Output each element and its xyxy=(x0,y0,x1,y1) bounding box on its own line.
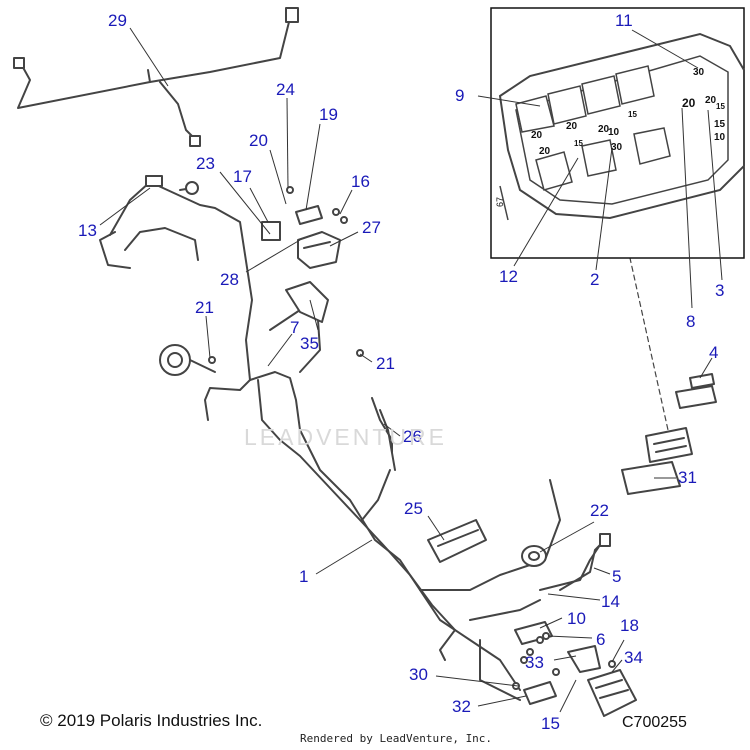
stator-part xyxy=(159,344,216,376)
callout-4: 4 xyxy=(709,343,719,362)
fuse-label: 20 xyxy=(539,146,551,157)
callout-20: 20 xyxy=(249,131,268,150)
part-25-connector-strip xyxy=(427,519,487,563)
fuse-label: 20 xyxy=(705,95,717,106)
callout-23: 23 xyxy=(196,154,215,173)
callout-10: 10 xyxy=(567,609,586,628)
callout-2: 2 xyxy=(590,270,600,289)
part-17-relay xyxy=(261,221,281,241)
callout-34: 34 xyxy=(624,648,643,667)
part-35-bracket xyxy=(285,281,329,323)
part-32-bracket xyxy=(523,681,557,705)
inset-code: 67 xyxy=(495,196,506,208)
fuse-label: 10 xyxy=(714,132,726,143)
callout-28: 28 xyxy=(220,270,239,289)
inset-panel xyxy=(490,7,745,259)
leader-lines xyxy=(99,27,723,713)
fasteners xyxy=(208,186,616,690)
callout-19: 19 xyxy=(319,105,338,124)
fuse-label: 20 xyxy=(531,130,543,141)
fuse-label: 30 xyxy=(611,142,623,153)
part-31-gasket xyxy=(621,461,681,495)
callout-15: 15 xyxy=(541,714,560,733)
fuse-label: 20 xyxy=(682,96,696,110)
fuse-label: 15 xyxy=(574,139,583,148)
callout-6: 6 xyxy=(596,630,606,649)
callout-24: 24 xyxy=(276,80,295,99)
callout-8: 8 xyxy=(686,312,696,331)
part-33-bracket xyxy=(567,645,601,673)
part-4-cover xyxy=(675,373,717,409)
callout-17: 17 xyxy=(233,167,252,186)
rendered-by-text: Rendered by LeadVenture, Inc. xyxy=(300,732,493,745)
callout-13: 13 xyxy=(78,221,97,240)
callout-9: 9 xyxy=(455,86,465,105)
callout-21-right: 21 xyxy=(376,354,395,373)
callout-29: 29 xyxy=(108,11,127,30)
callout-3: 3 xyxy=(715,281,725,300)
inset-dashed-leader xyxy=(625,239,669,431)
callout-7: 7 xyxy=(290,318,300,337)
callout-21-left: 21 xyxy=(195,298,214,317)
callout-27: 27 xyxy=(362,218,381,237)
callout-5: 5 xyxy=(612,567,622,586)
callout-1: 1 xyxy=(299,567,309,586)
fuse-label: 30 xyxy=(693,67,705,78)
part-pdc-box xyxy=(645,427,693,463)
fuse-label: 20 xyxy=(598,124,610,135)
callout-12: 12 xyxy=(499,267,518,286)
fuse-label: 20 xyxy=(566,121,578,132)
callout-33: 33 xyxy=(525,653,544,672)
part-19-bracket xyxy=(295,205,323,225)
callout-16: 16 xyxy=(351,172,370,191)
fuse-label: 15 xyxy=(716,102,725,111)
callout-26: 26 xyxy=(403,427,422,446)
callout-30: 30 xyxy=(409,665,428,684)
callout-11: 11 xyxy=(615,11,633,30)
callout-25: 25 xyxy=(404,499,423,518)
callout-31: 31 xyxy=(678,468,697,487)
part-27-module xyxy=(297,231,341,269)
callout-32: 32 xyxy=(452,697,471,716)
part-26-lead xyxy=(371,397,393,453)
part-22-grommet xyxy=(521,545,547,567)
part-29-harness xyxy=(13,7,299,147)
fuse-label: 15 xyxy=(714,119,726,130)
part-5-harness xyxy=(559,533,611,591)
part-34-module xyxy=(587,669,637,717)
fuse-label: 15 xyxy=(628,110,637,119)
copyright-text: © 2019 Polaris Industries Inc. xyxy=(40,711,263,730)
callout-14: 14 xyxy=(601,592,620,611)
part-13-harness-branch xyxy=(99,175,253,381)
callout-18: 18 xyxy=(620,616,639,635)
diagram-code: C700255 xyxy=(622,714,687,731)
callout-35: 35 xyxy=(300,334,319,353)
fuse-label: 10 xyxy=(608,127,620,138)
callout-22: 22 xyxy=(590,501,609,520)
watermark: LEADVENTURE xyxy=(244,424,447,450)
